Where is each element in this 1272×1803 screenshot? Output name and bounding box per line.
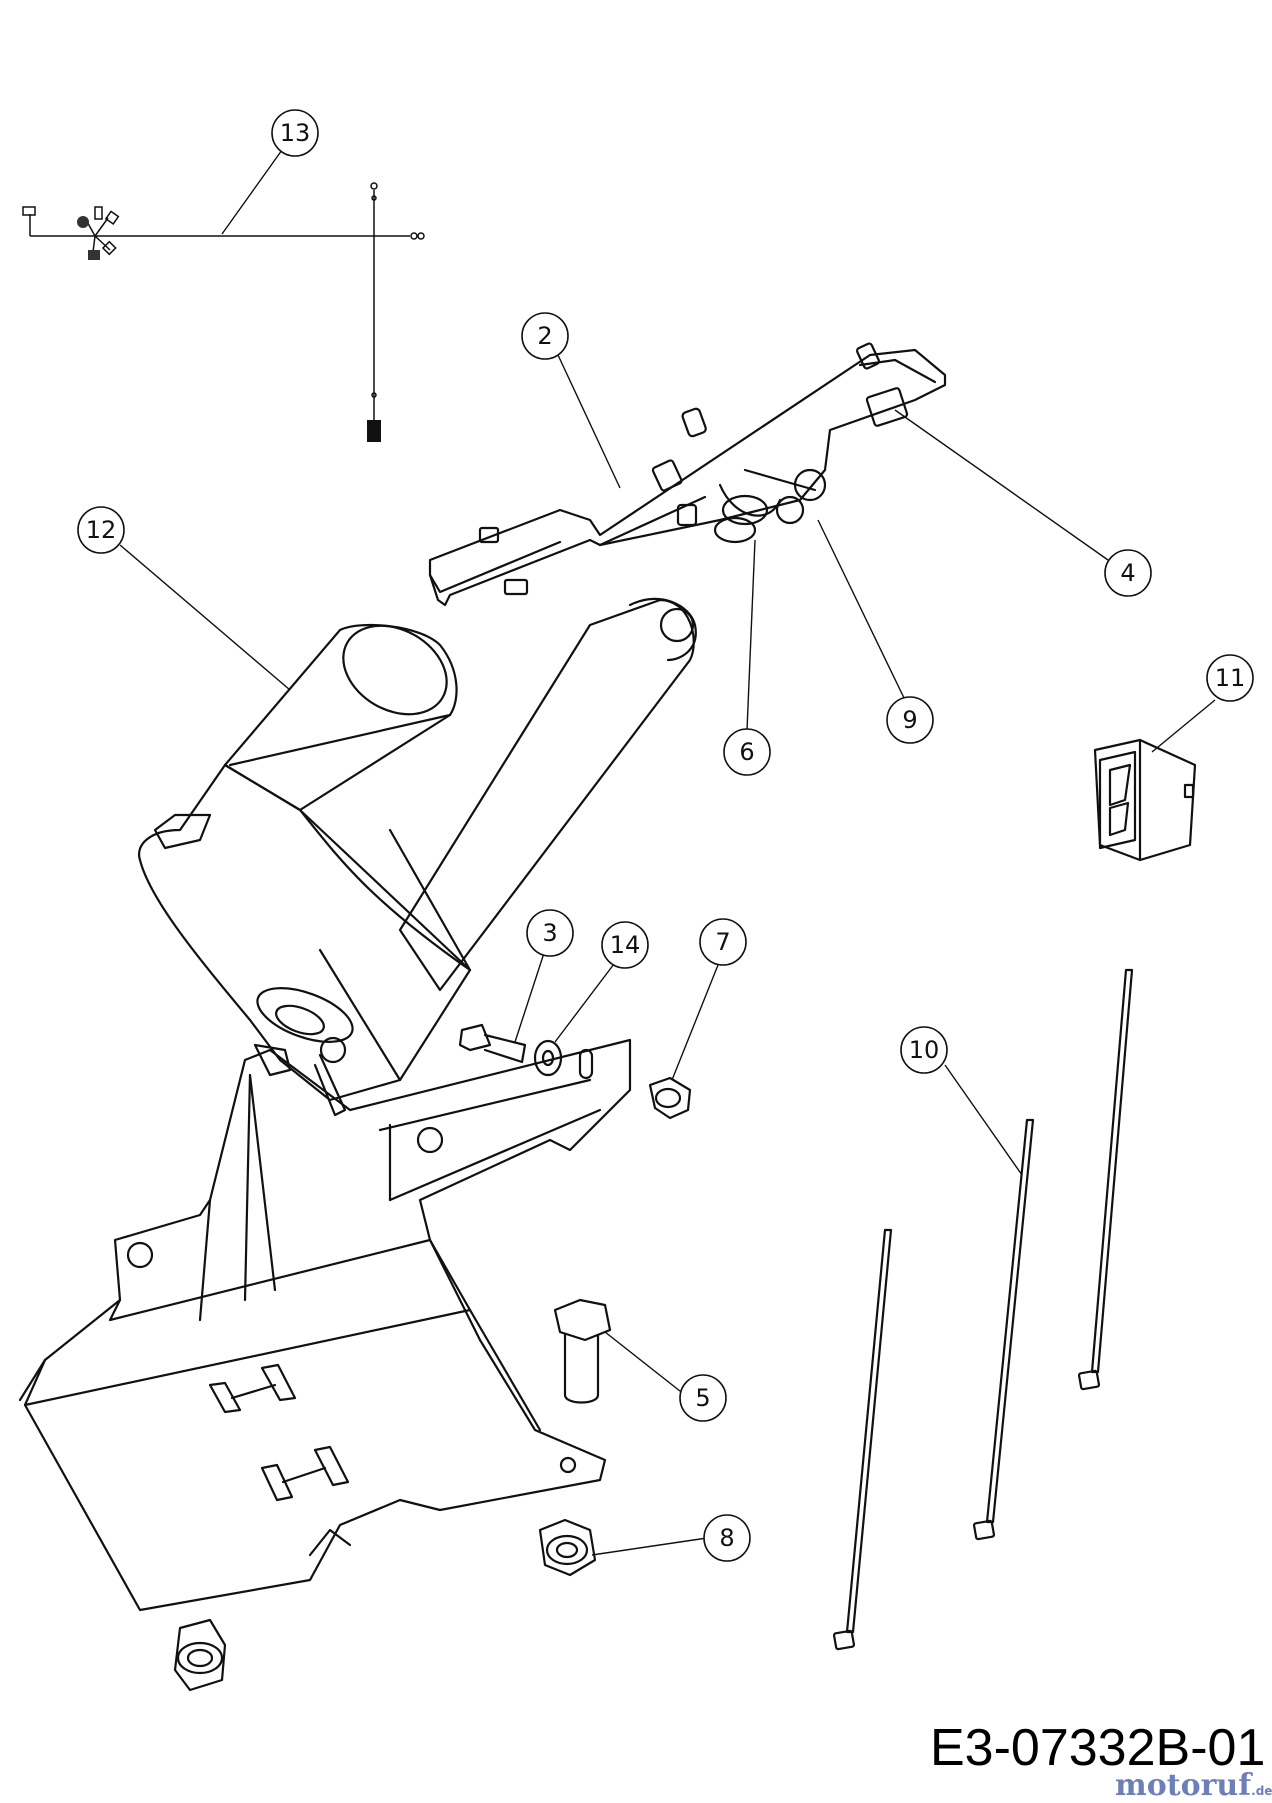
callout-10-label: 10 — [909, 1036, 940, 1064]
watermark-logo: motoruf.de — [1115, 1768, 1272, 1803]
callout-13: 13 — [271, 109, 319, 157]
callout-14-label: 14 — [610, 931, 641, 959]
leader-lines — [119, 149, 1216, 1556]
linear-actuator — [137, 597, 697, 1117]
callout-13-label: 13 — [280, 119, 311, 147]
drawing-id: E3-07332B-01 — [930, 1719, 1266, 1777]
callout-3: 3 — [526, 909, 574, 957]
callout-11: 11 — [1206, 654, 1254, 702]
hardware — [458, 738, 1197, 1651]
watermark-tld: .de — [1251, 1784, 1272, 1798]
callout-8: 8 — [703, 1514, 751, 1562]
callout-4-label: 4 — [1120, 559, 1135, 587]
callout-12-label: 12 — [86, 516, 117, 544]
callout-4: 4 — [1104, 549, 1152, 597]
lift-bracket-plate — [428, 342, 947, 607]
callout-9: 9 — [886, 696, 934, 744]
watermark-text: motoruf — [1115, 1768, 1252, 1803]
callout-3-label: 3 — [542, 919, 557, 947]
callout-5: 5 — [679, 1374, 727, 1422]
callout-7: 7 — [699, 918, 747, 966]
callout-7-label: 7 — [715, 928, 730, 956]
callout-12: 12 — [77, 506, 125, 554]
callout-10: 10 — [900, 1026, 948, 1074]
callout-9-label: 9 — [902, 706, 917, 734]
callout-5-label: 5 — [695, 1384, 710, 1412]
callout-11-label: 11 — [1215, 664, 1246, 692]
callout-2-label: 2 — [537, 322, 552, 350]
callout-6-label: 6 — [739, 738, 754, 766]
wiring-harness — [22, 182, 425, 442]
callout-14: 14 — [601, 921, 649, 969]
mounting-bracket — [18, 1038, 632, 1692]
callout-8-label: 8 — [719, 1524, 734, 1552]
callout-6: 6 — [723, 728, 771, 776]
callout-2: 2 — [521, 312, 569, 360]
